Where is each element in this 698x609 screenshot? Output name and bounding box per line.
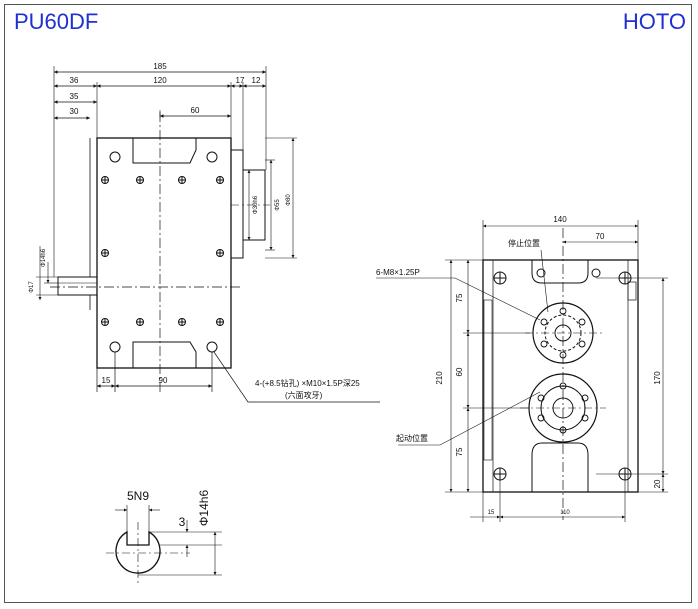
label-start-position: 起动位置 — [396, 433, 428, 443]
dim-110: 110 — [560, 510, 570, 516]
label-tap-6-m8: 6-M8×1.25P — [376, 268, 420, 277]
dim-17: 17 — [236, 76, 245, 85]
dim-phi80: Φ80 — [286, 194, 292, 206]
dim-20: 20 — [653, 479, 662, 488]
dim-36: 36 — [70, 76, 79, 85]
output-disc-hub — [554, 324, 572, 342]
dim-35: 35 — [70, 92, 79, 101]
dim-75-top: 75 — [455, 293, 464, 302]
dim-phi14h6-shaft: Φ14h6 — [197, 490, 211, 527]
dim-phi14h6: Φ14h6 — [41, 248, 47, 267]
dim-60: 60 — [191, 106, 200, 115]
front-view — [376, 220, 668, 522]
shaft-keyway-section — [115, 530, 161, 574]
drawing-frame — [4, 4, 692, 603]
brand-name: HOTO — [622, 9, 686, 34]
output-disc-tap-holes — [540, 307, 586, 359]
front-view-top-slot — [531, 260, 589, 284]
dim-120: 120 — [153, 76, 167, 85]
dim-3: 3 — [179, 515, 186, 529]
label-stop-position: 停止位置 — [508, 238, 540, 248]
front-view-bottom-slot — [531, 442, 589, 492]
side-view-bottom-slot — [132, 341, 197, 368]
side-view-tap-holes — [101, 176, 224, 326]
side-view-holes — [109, 151, 218, 353]
shaft-detail-labels: 5N9 3 Φ14h6 — [127, 489, 211, 529]
dim-75-bottom: 75 — [455, 447, 464, 456]
dim-90: 90 — [159, 376, 168, 385]
dim-210: 210 — [435, 371, 444, 385]
side-view-input-shaft — [57, 276, 98, 296]
dim-60-mid: 60 — [455, 367, 464, 376]
side-view — [36, 66, 380, 403]
side-view-flange — [230, 149, 244, 259]
side-view-top-slot — [132, 138, 197, 164]
dim-15: 15 — [102, 376, 111, 385]
dim-phi30h6: Φ30h6 — [253, 195, 259, 214]
dim-15-front: 15 — [488, 510, 495, 516]
dim-170: 170 — [653, 371, 662, 385]
front-view-labels: 140 70 停止位置 6-M8×1.25P 起动位置 210 75 60 75… — [376, 215, 662, 516]
side-view-body — [96, 137, 232, 369]
shaft-detail — [106, 505, 222, 584]
dim-185: 185 — [153, 62, 167, 71]
dim-12: 12 — [252, 76, 261, 85]
note-tap-line1: 4-(+8.5钻孔) ×M10×1.5P深25 — [255, 378, 360, 388]
dim-140: 140 — [553, 215, 567, 224]
model-title: PU60DF — [14, 9, 99, 34]
dim-phi55: Φ55 — [275, 199, 281, 211]
dim-30: 30 — [70, 107, 79, 116]
dim-70: 70 — [596, 232, 605, 241]
input-disc-tap-holes — [537, 382, 589, 434]
dim-5n9: 5N9 — [127, 489, 149, 503]
note-tap-line2: (六面攻牙) — [285, 390, 323, 400]
front-view-body — [482, 259, 639, 493]
side-view-dimension-labels: 185 36 35 30 120 17 12 60 Φ30h6 Φ55 Φ80 … — [29, 62, 360, 400]
dim-phi17: Φ17 — [29, 281, 35, 293]
